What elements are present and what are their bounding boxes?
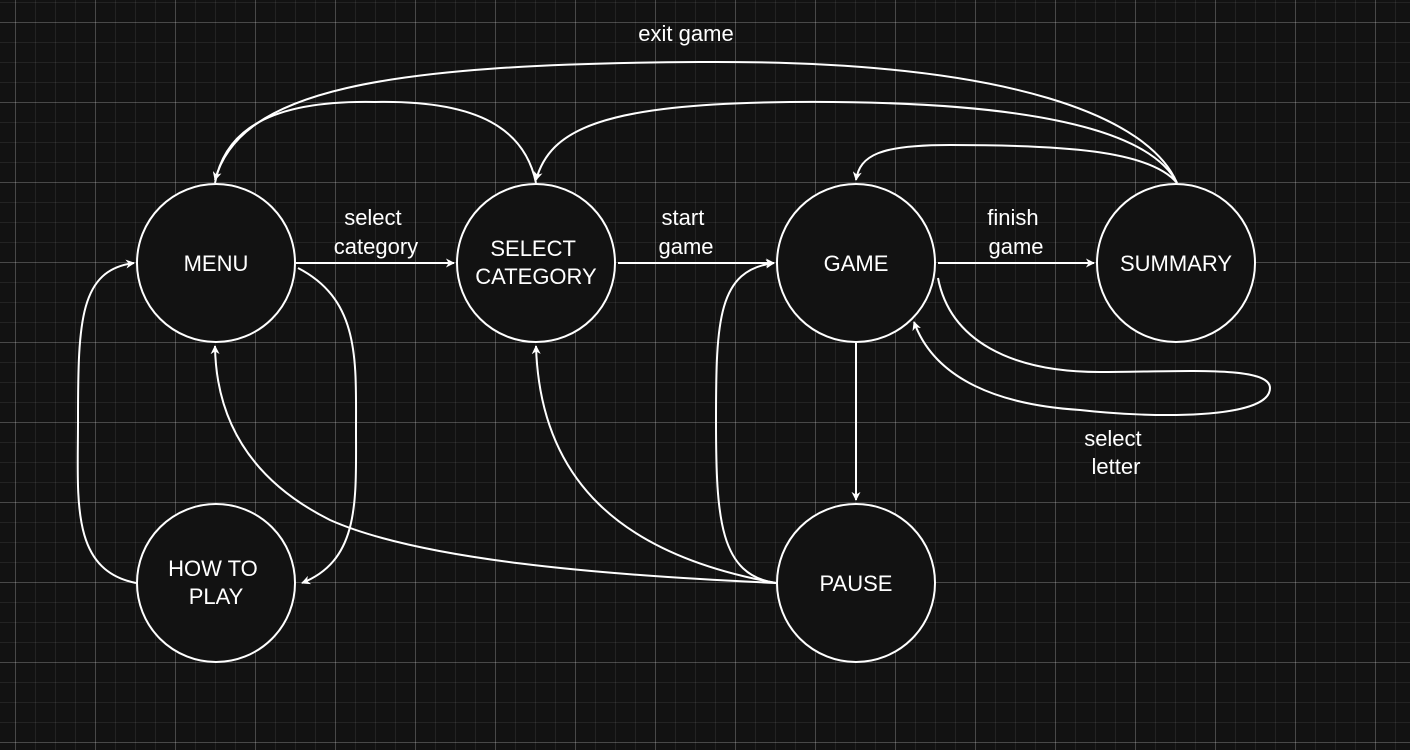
edge-label-select-category: select category [334, 205, 418, 259]
edge-label-start-game: start game [658, 205, 713, 259]
node-game-label: GAME [824, 251, 889, 276]
node-select-category-label: SELECT CATEGORY [475, 236, 597, 289]
node-game: GAME [776, 183, 936, 343]
node-summary: SUMMARY [1096, 183, 1256, 343]
edge-summary-to-menu [212, 60, 1178, 184]
node-summary-label: SUMMARY [1120, 251, 1232, 276]
node-how-to-play: HOW TO PLAY [136, 503, 296, 663]
edge-menu-to-how-to-play [297, 267, 358, 585]
node-how-to-play-label: HOW TO PLAY [168, 556, 264, 609]
edge-how-to-play-to-menu [76, 259, 137, 584]
edge-pause-to-select-category [531, 345, 777, 584]
edge-summary-to-game [852, 143, 1178, 184]
node-select-category: SELECT CATEGORY [456, 183, 616, 343]
node-menu: MENU [136, 183, 296, 343]
node-pause-label: PAUSE [820, 571, 893, 596]
node-pause: PAUSE [776, 503, 936, 663]
edge-label-exit-game: exit game [638, 21, 733, 46]
edge-menu-select-category-loop [214, 100, 537, 184]
edge-pause-to-menu [210, 345, 777, 584]
edge-label-select-letter: select letter [1084, 426, 1148, 479]
edge-label-finish-game: finish game [987, 205, 1044, 259]
edge-pause-to-game [714, 259, 777, 584]
node-menu-label: MENU [184, 251, 249, 276]
edge-summary-to-select-category [533, 100, 1178, 184]
edge-game-select-letter-loop [912, 277, 1272, 416]
edges [76, 60, 1272, 585]
